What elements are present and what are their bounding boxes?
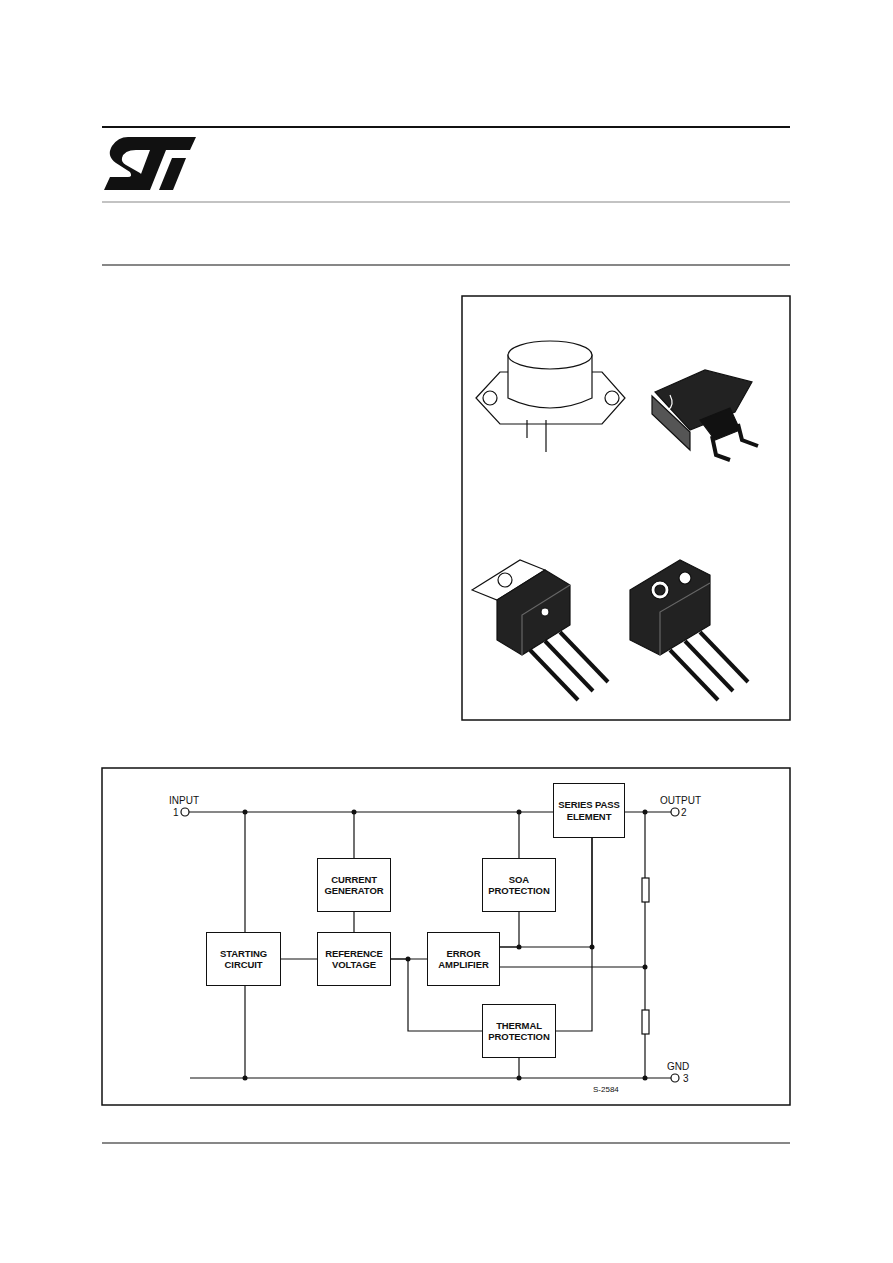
to220fp-package: [630, 560, 748, 700]
pin-number: 2: [680, 808, 688, 818]
pin-number: 1: [172, 808, 180, 818]
pin-number: 3: [682, 1074, 690, 1084]
junction-dots: [243, 810, 648, 1081]
box-label: THERMAL PROTECTION: [487, 1020, 551, 1043]
box-label: SOA PROTECTION: [487, 874, 551, 897]
amplifier-box: ERROR AMPLIFIER: [427, 932, 500, 986]
rule: [102, 1142, 790, 1143]
process-box: CURRENT GENERATOR: [317, 858, 391, 912]
process-box: THERMAL PROTECTION: [482, 1004, 556, 1058]
process-box: REFERENCE VOLTAGE: [317, 932, 391, 986]
rule: [102, 264, 790, 265]
box-label: CURRENT GENERATOR: [322, 874, 386, 897]
pin-name: INPUT: [168, 796, 200, 806]
signal-wire: [556, 838, 592, 1031]
resistor-symbol: [642, 878, 649, 902]
process-box: STARTING CIRCUIT: [206, 932, 281, 986]
diagram-frame: [102, 768, 790, 1105]
box-label: REFERENCE VOLTAGE: [322, 948, 386, 971]
st-logo: [104, 137, 196, 190]
signal-wire: [281, 959, 317, 960]
figure-code: S-2584: [592, 1086, 620, 1094]
box-label: ERROR AMPLIFIER: [432, 948, 495, 971]
to220-package: [472, 560, 608, 700]
pin-name: OUTPUT: [659, 796, 702, 806]
pass-element-box: SERIES PASS ELEMENT: [553, 783, 625, 838]
box-label: STARTING CIRCUIT: [211, 948, 276, 971]
signal-wire: [354, 912, 355, 932]
wiring: [189, 812, 671, 1078]
terminal: [181, 808, 189, 816]
terminal: [671, 1074, 679, 1082]
d2pak-package: [652, 370, 758, 460]
to3-package: [476, 341, 625, 452]
signal-wire: [500, 912, 519, 947]
package-frame: [462, 296, 790, 720]
process-box: SOA PROTECTION: [482, 858, 556, 912]
box-label: SERIES PASS ELEMENT: [558, 799, 620, 822]
pin-name: GND: [666, 1062, 690, 1072]
rule: [102, 201, 790, 202]
rule: [102, 126, 790, 128]
resistor-symbol: [642, 1010, 649, 1034]
terminal: [671, 808, 679, 816]
